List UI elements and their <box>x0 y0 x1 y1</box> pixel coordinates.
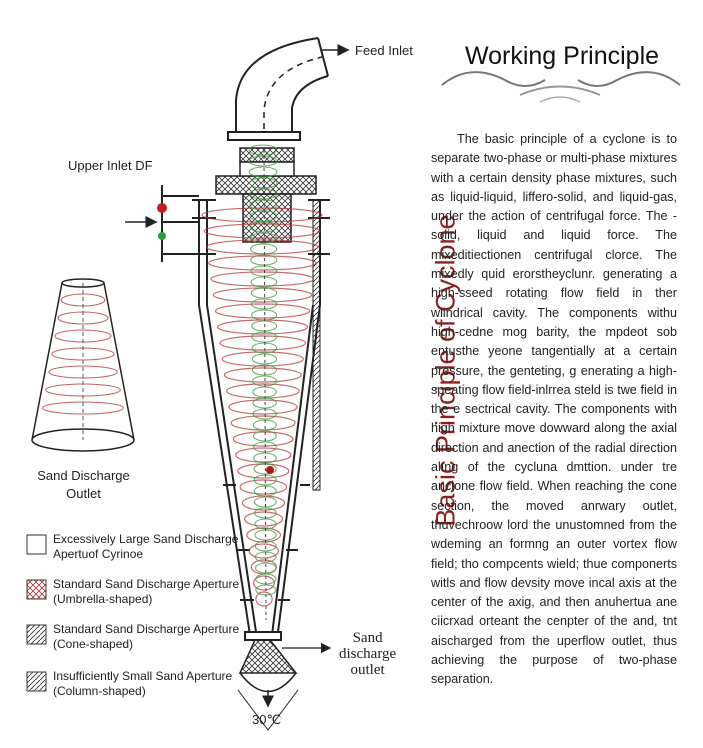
legend-swatch-hatch-cone <box>26 624 47 645</box>
outer-vortex-loop <box>235 447 292 463</box>
inner-vortex-loop <box>250 287 278 299</box>
angle-arc <box>237 689 299 731</box>
inner-vortex-loop <box>251 342 278 354</box>
outer-vortex-loop <box>228 399 298 415</box>
sand-cone-loop <box>42 401 124 415</box>
outer-vortex-loop <box>203 223 321 239</box>
sand-discharge-line1: Sand <box>352 630 383 646</box>
inner-vortex-loop <box>249 243 278 255</box>
title-ornament <box>441 71 681 103</box>
sand-cone-loop <box>57 311 109 325</box>
outer-vortex-loop <box>230 415 296 431</box>
green-valve-icon <box>158 232 166 240</box>
upper-inlet-manifold <box>161 185 199 262</box>
feed-pipe <box>227 37 329 141</box>
outer-vortex-loop <box>246 527 282 543</box>
legend-label: Standard Sand Discharge Aperture (Umbrel… <box>53 577 240 606</box>
inner-vortex-loop <box>250 276 278 288</box>
inner-vortex-loop <box>251 309 278 321</box>
sand-cone-illustration <box>31 278 135 452</box>
sand-cone-loop <box>54 329 112 343</box>
sand-discharge-outlet-line1: Sand Discharge <box>37 468 130 483</box>
center-axis <box>263 149 267 621</box>
outer-vortex-loop <box>208 255 317 271</box>
sand-discharge-line3: outlet <box>350 662 385 678</box>
outer-vortex-loop <box>214 303 311 319</box>
inner-vortex-loop <box>249 232 278 244</box>
inner-vortex-loop <box>250 298 278 310</box>
legend-label: Standard Sand Discharge Aperture (Cone-s… <box>53 622 240 651</box>
outer-vortex-loop <box>232 431 294 447</box>
outer-vortex-loop <box>253 575 275 591</box>
feed-inlet-label: Feed Inlet <box>355 43 413 58</box>
sand-discharge-outlet-label: Sand Discharge Outlet <box>36 467 131 503</box>
sand-discharge-label: Sand discharge outlet <box>339 630 396 678</box>
outer-vortex-loop <box>239 479 288 495</box>
outer-vortex-loop <box>212 287 313 303</box>
inner-vortex-loop <box>249 188 278 200</box>
inner-vortex-loop <box>248 155 278 167</box>
outer-vortex-loop <box>219 335 306 351</box>
sand-cone-spirals <box>42 293 124 415</box>
outer-vortex-loop <box>237 463 290 479</box>
working-principle-text: The basic principle of a cyclone is to s… <box>431 132 677 687</box>
legend-swatch-crosshatch <box>26 579 47 600</box>
inner-vortex-loop <box>250 265 278 277</box>
outer-vortex-loop <box>221 351 304 367</box>
bottom-outlet <box>238 631 298 708</box>
working-principle-title: Working Principle <box>464 42 660 70</box>
outer-vortex-loop <box>255 591 273 607</box>
outer-vortex-loop <box>223 367 302 383</box>
inner-vortex-loop <box>248 177 278 189</box>
sand-cone-loop <box>48 365 118 379</box>
inner-vortex-loop <box>253 496 277 508</box>
legend-swatch-empty <box>26 534 47 555</box>
inner-vortex-loop <box>251 331 278 343</box>
inner-vortex-loop <box>249 221 278 233</box>
sand-cone-loop <box>45 383 121 397</box>
inner-vortex-loop <box>249 210 278 222</box>
vortex-spirals <box>201 144 323 621</box>
legend-swatch-hatch-column <box>26 671 47 692</box>
legend-label: Insufficiently Small Sand Aperture (Colu… <box>53 669 233 698</box>
inner-vortex-loop <box>248 144 278 156</box>
sand-cone-loop <box>51 347 115 361</box>
inner-vortex-loop <box>252 430 277 442</box>
inner-vortex-loop <box>251 353 278 365</box>
red-valve-icon <box>157 203 167 213</box>
inner-vortex-loop <box>250 254 278 266</box>
inner-vortex-loop <box>251 320 278 332</box>
inner-vortex-loop <box>254 562 277 574</box>
inner-vortex-loop <box>249 199 278 211</box>
inner-vortex-loop <box>248 166 278 178</box>
upper-inlet-label: Upper Inlet DF <box>68 158 153 173</box>
particle-dot <box>266 466 274 474</box>
angle-label: 30℃ <box>252 712 282 727</box>
sand-discharge-outlet-line2: Outlet <box>66 486 101 501</box>
outer-vortex-loop <box>248 543 279 559</box>
outer-vortex-loop <box>244 511 284 527</box>
top-cap <box>215 147 317 243</box>
outer-vortex-loop <box>210 271 315 287</box>
sand-cone-loop <box>60 293 106 307</box>
sand-discharge-line2: discharge <box>339 646 397 662</box>
legend-label: Excessively Large Sand Discharge Apertuo… <box>53 532 239 561</box>
